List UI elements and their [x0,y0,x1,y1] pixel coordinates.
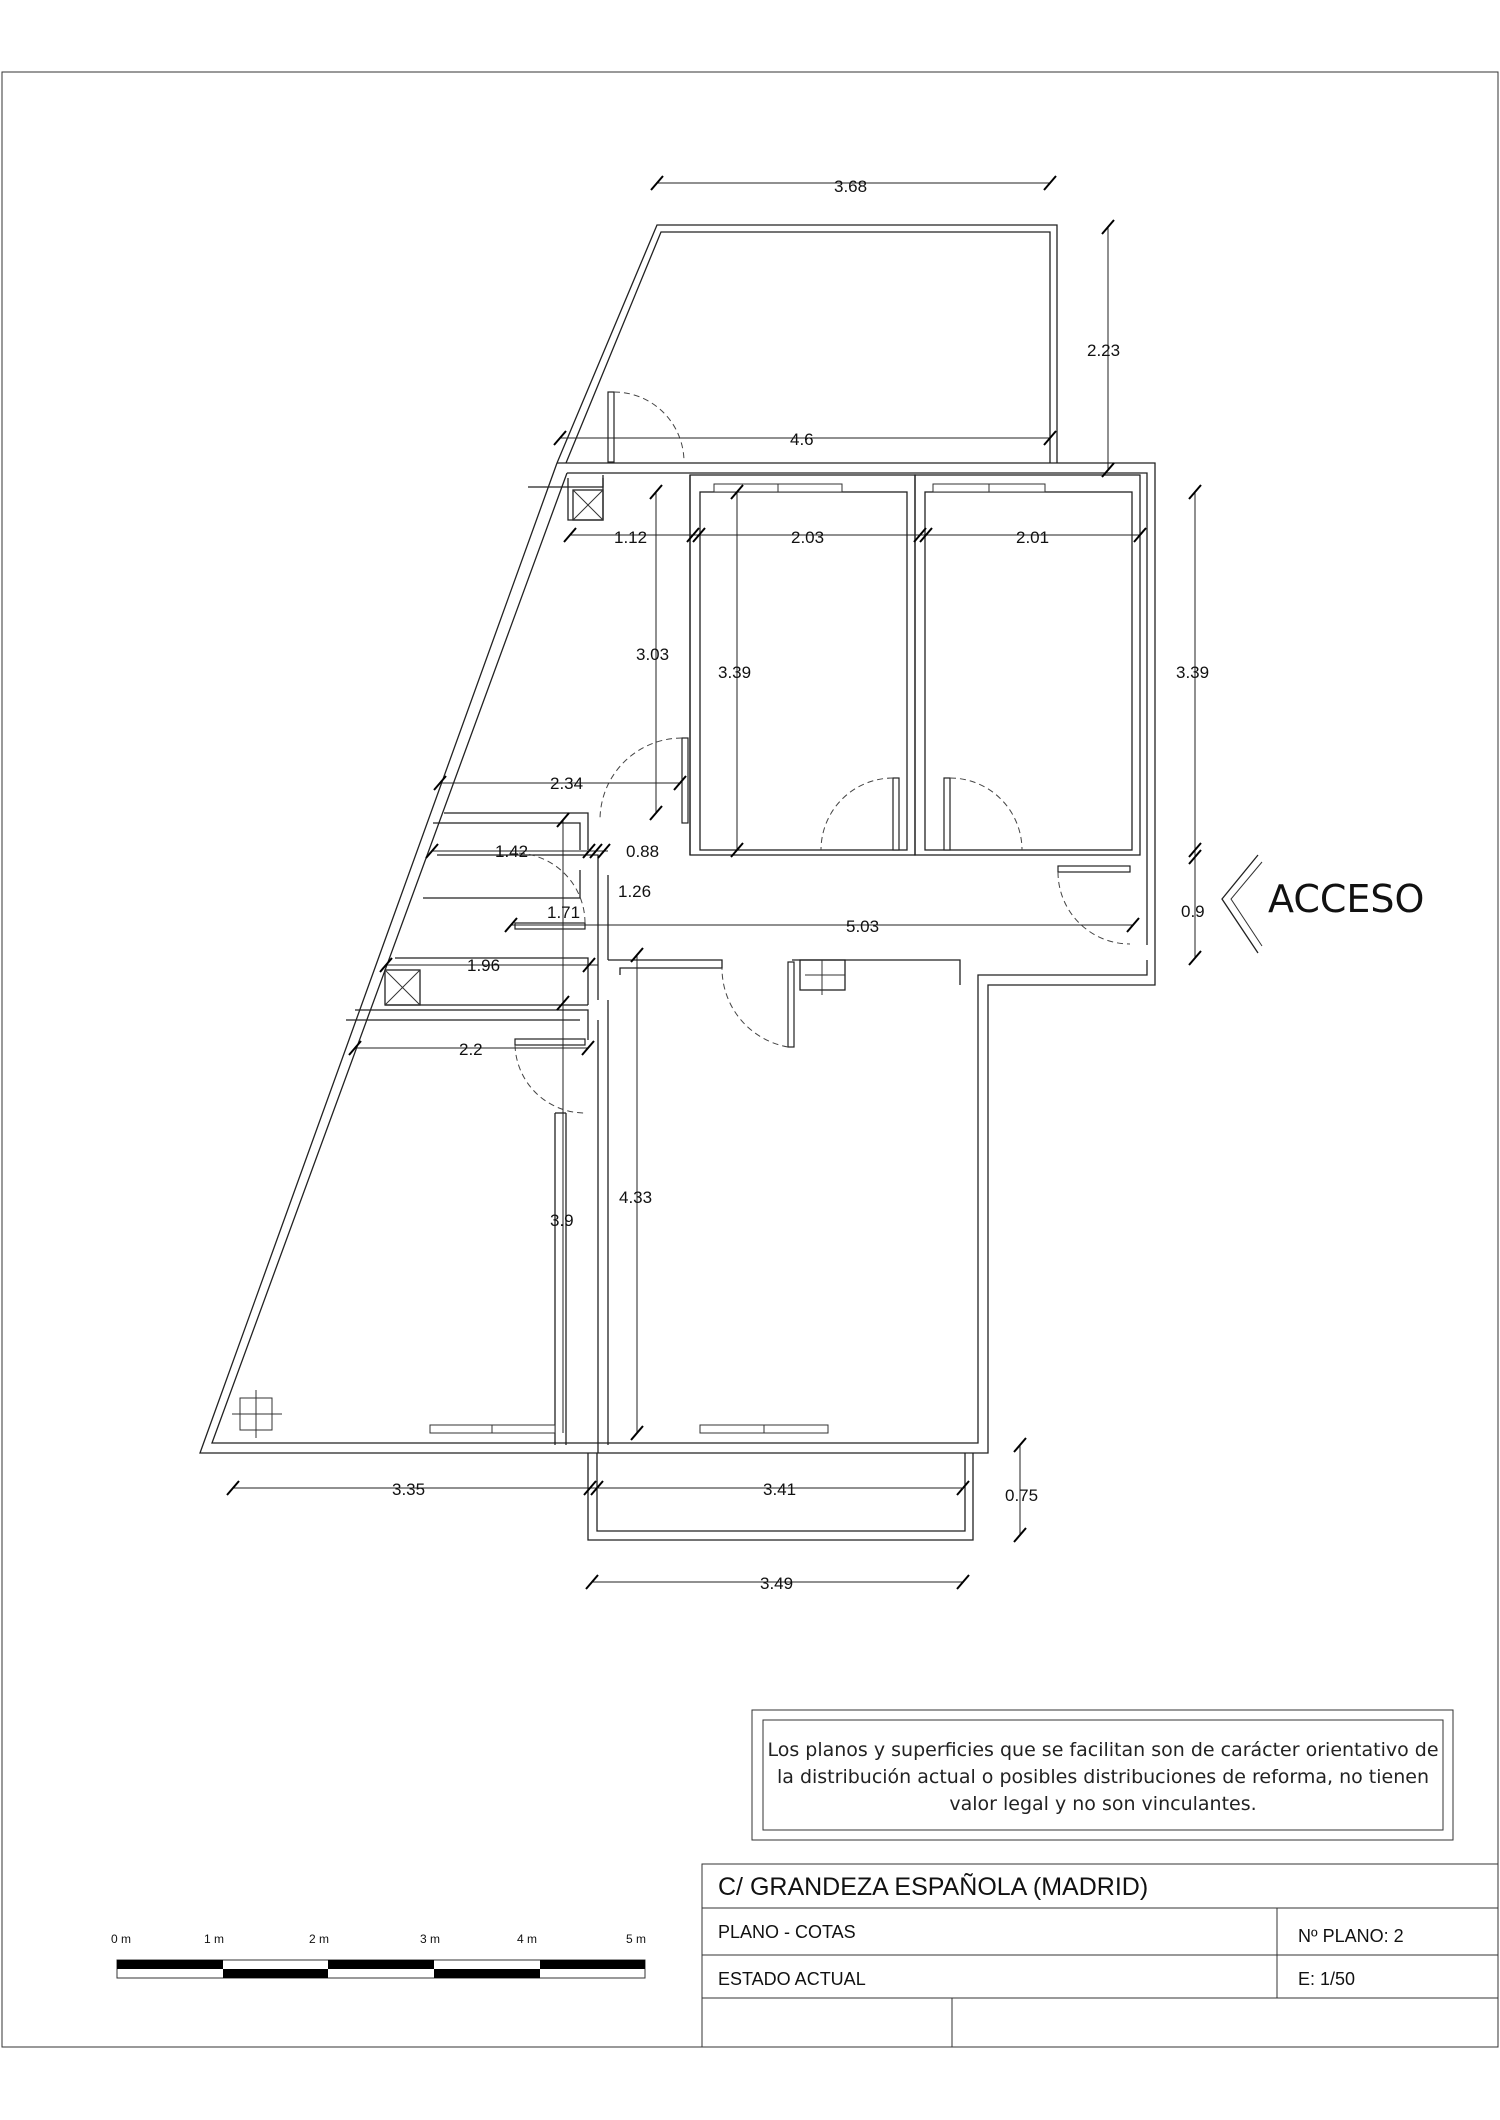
access-arrow-icon [1221,854,1259,954]
title-plan-number: Nº PLANO: 2 [1298,1926,1404,1946]
lower-balcony [587,1453,974,1541]
dim-bedroom2-width: 2.01 [1016,528,1049,547]
windows [429,483,1046,1434]
dim-corridor-length: 5.03 [846,917,879,936]
dim-lower-balcony-width: 3.49 [760,1574,793,1593]
dim-small-room-width: 1.12 [614,528,647,547]
dim-living-bottom: 3.41 [763,1480,796,1499]
disclaimer-line-1: Los planos y superficies que se facilita… [767,1739,1438,1761]
title-block: C/ GRANDEZA ESPAÑOLA (MADRID) PLANO - CO… [701,1863,1499,2048]
disclaimer-box: Los planos y superficies que se facilita… [751,1709,1454,1841]
dim-hall-width: 1.71 [547,903,580,922]
access-arrow-inner [1230,861,1263,947]
scale-bar: 0 m 1 m 2 m 3 m 4 m 5 m [111,1932,646,1979]
dim-access-width: 0.9 [1181,902,1205,921]
title-scale: E: 1/50 [1298,1969,1355,1989]
dimension-labels: 3.68 2.23 4.6 1.12 2.03 2.01 3.03 3.39 3… [392,177,1209,1593]
scale-label-5: 5 m [626,1932,646,1946]
dim-room3-width: 2.2 [459,1040,483,1059]
dimension-lines [226,175,1202,1590]
title-plan-type: PLANO - COTAS [718,1922,856,1942]
dim-bedroom2-depth: 3.39 [1176,663,1209,682]
dim-room3-depth: 3.9 [550,1211,574,1230]
apartment-walls [199,462,1156,1454]
dim-hall-small: 0.88 [626,842,659,861]
scale-label-3: 3 m [420,1932,440,1946]
scale-label-2: 2 m [309,1932,329,1946]
scale-label-4: 4 m [517,1932,537,1946]
dim-living-depth: 4.33 [619,1188,652,1207]
dim-balcony-depth: 2.23 [1087,341,1120,360]
dim-corridor-depth: 3.03 [636,645,669,664]
disclaimer-line-3: valor legal y no son vinculantes. [949,1793,1256,1815]
dim-bath-width: 1.42 [495,842,528,861]
dim-bedroom1-width: 2.03 [791,528,824,547]
disclaimer-line-2: la distribución actual o posibles distri… [777,1766,1429,1788]
upper-balcony [556,224,1058,464]
dim-balcony-width: 3.68 [834,177,867,196]
dim-room3-bottom: 3.35 [392,1480,425,1499]
title-state: ESTADO ACTUAL [718,1969,866,1989]
doors [514,391,1131,1114]
scale-label-0: 0 m [111,1932,131,1946]
access-label: ACCESO [1268,877,1424,921]
dim-terrace-width: 4.6 [790,430,814,449]
dim-hall-height: 1.26 [618,882,651,901]
scale-label-1: 1 m [204,1932,224,1946]
dim-store-width: 1.96 [467,956,500,975]
dim-kitchen-width: 2.34 [550,774,583,793]
dim-bedroom1-depth: 3.39 [718,663,751,682]
dim-lower-balcony-depth: 0.75 [1005,1486,1038,1505]
title-address: C/ GRANDEZA ESPAÑOLA (MADRID) [718,1872,1148,1901]
